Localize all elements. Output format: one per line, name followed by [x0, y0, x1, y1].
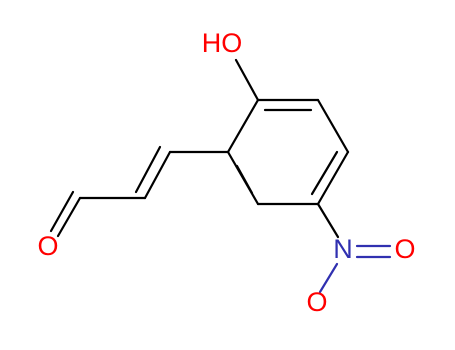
nitro-oxygen-label: O — [394, 234, 415, 264]
ring-double-bond-3 — [235, 164, 254, 195]
nitrogen-oxygen-bond-3 — [318, 262, 339, 294]
ring-double-bond-2 — [310, 150, 339, 196]
chain-double-bond-1 — [134, 145, 162, 194]
chain-bond-1 — [143, 150, 172, 200]
aldehyde-oxygen-label: O — [37, 231, 58, 261]
nitro-bond — [316, 202, 340, 239]
ring-bond-3 — [316, 150, 350, 206]
hydroxyl-label: HO — [202, 28, 243, 58]
ring-bond-2 — [316, 98, 350, 154]
ring-bond-6 — [226, 98, 260, 154]
hydroxyl-bond — [234, 58, 260, 102]
aldehyde-double-bond — [49, 190, 75, 233]
nitrogen-label: N — [333, 234, 353, 264]
nitro-oxygen-lower-label: O — [306, 287, 327, 317]
aldehyde-bond — [56, 196, 82, 238]
